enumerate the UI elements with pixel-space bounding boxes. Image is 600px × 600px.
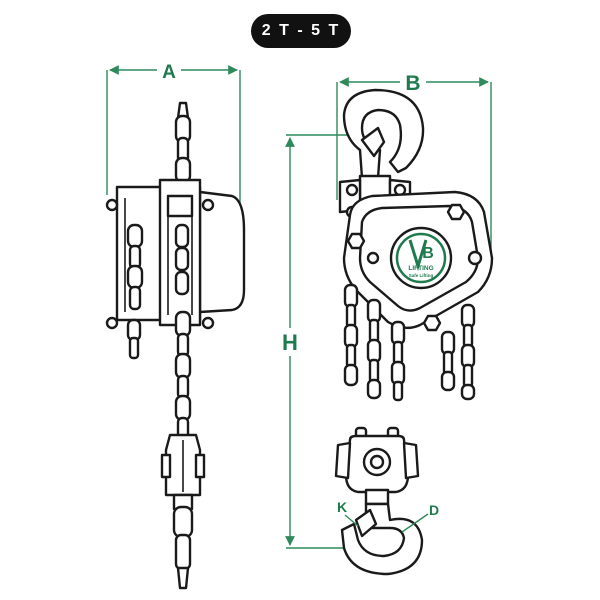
- hoist-body-side: [105, 178, 246, 360]
- upper-chain: [174, 114, 192, 184]
- logo-line1: LIFTING: [408, 265, 433, 272]
- load-chain-right: [440, 303, 476, 401]
- dimension-a-label: A: [162, 62, 176, 83]
- lower-hook: [340, 502, 424, 576]
- hand-chain-left: [343, 283, 359, 387]
- dimension-d-label: D: [429, 502, 439, 518]
- lower-block-front: [334, 426, 420, 506]
- hand-chain-mid: [366, 298, 406, 402]
- dimension-b: B: [336, 68, 492, 255]
- lower-block-side: [160, 433, 206, 590]
- side-view: A: [105, 58, 246, 590]
- capacity-badge: 2 T - 5 T: [251, 14, 351, 48]
- load-chain-side: [174, 310, 192, 440]
- dimension-k: K: [337, 499, 359, 527]
- dimension-k-label: K: [337, 499, 347, 515]
- logo-check-icon: [408, 239, 428, 272]
- dimension-h-label: H: [282, 330, 298, 355]
- top-hook: [342, 88, 425, 180]
- dimension-a: A: [106, 58, 241, 220]
- logo-mark: B: [422, 245, 434, 262]
- logo-line2: Safe Lifting: [409, 273, 434, 278]
- dimension-b-label: B: [405, 72, 420, 95]
- front-view: B H: [278, 68, 494, 576]
- dimension-d: D: [401, 502, 439, 533]
- capacity-badge-label: 2 T - 5 T: [261, 22, 341, 39]
- dimension-h: H: [278, 134, 363, 549]
